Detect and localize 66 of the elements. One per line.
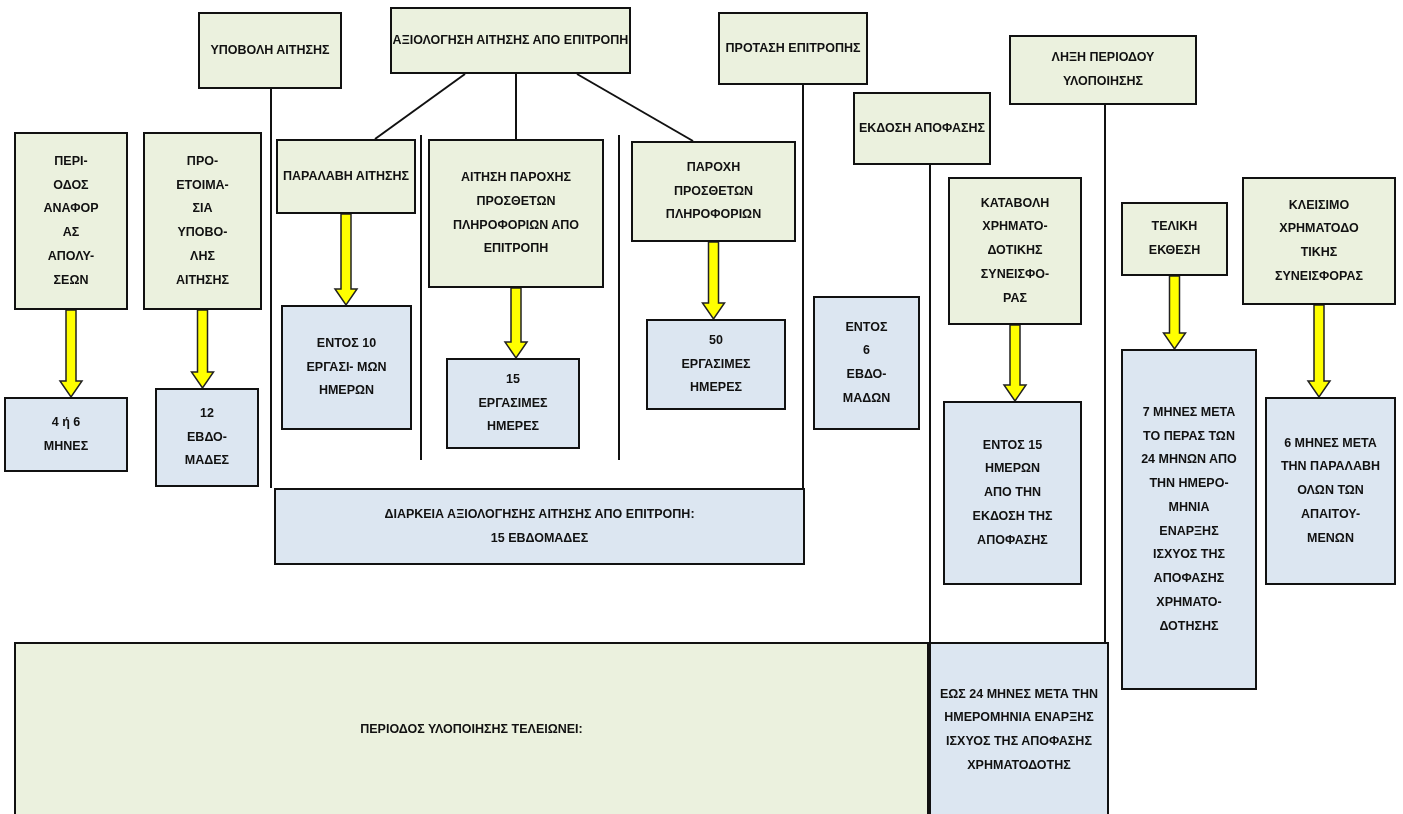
box-text: ΑΞΙΟΛΟΓΗΣΗ ΑΙΤΗΣΗΣ ΑΠΟ ΕΠΙΤΡΟΠΗ xyxy=(392,31,629,49)
box-text: ΔΙΑΡΚΕΙΑ ΑΞΙΟΛΟΓΗΣΗΣ ΑΙΤΗΣΗΣ ΑΠΟ ΕΠΙΤΡΟΠΗ: xyxy=(384,505,695,523)
connector-line xyxy=(929,164,931,643)
duration-box xyxy=(929,642,1109,814)
box-text: 6 ΜΗΝΕΣ ΜΕΤΑ ΤΗΝ ΠΑΡΑΛΑΒΗ ΟΛΩΝ ΤΩΝ ΑΠΑΙΤΟΥ- ΜΕΝΩΝ xyxy=(1280,434,1381,547)
box-text: ΕΝΤΟΣ 15 ΗΜΕΡΩΝ ΑΠΟ ΤΗΝ ΕΚΔΟΣΗ ΤΗΣ ΑΠΟΦΑΣΗΣ xyxy=(971,436,1054,549)
box-text: ΕΚΔΟΣΗ ΑΠΟΦΑΣΗΣ xyxy=(858,119,985,137)
step-box xyxy=(143,132,262,310)
box-text: ΤΕΛΙΚΗ ΕΚΘΕΣΗ xyxy=(1148,218,1201,259)
box-text: ΠΕΡΙ- ΟΔΟΣ ΑΝΑΦΟΡ ΑΣ ΑΠΟΛΥ- ΣΕΩΝ xyxy=(43,152,99,289)
box-text: 15 ΕΡΓΑΣΙΜΕΣ ΗΜΕΡΕΣ xyxy=(478,370,548,436)
box-text: ΠΡΟΤΑΣΗ ΕΠΙΤΡΟΠΗΣ xyxy=(725,39,861,57)
duration-box xyxy=(4,397,128,472)
box-text: ΕΝΤΟΣ 10 ΕΡΓΑΣΙ- ΜΩΝ ΗΜΕΡΩΝ xyxy=(306,334,387,400)
step-box xyxy=(1009,35,1197,105)
duration-box xyxy=(1265,397,1396,585)
box-text: 15 ΕΒΔΟΜΑΔΕΣ xyxy=(490,529,589,547)
box-text: ΑΙΤΗΣΗ ΠΑΡΟΧΗΣ ΠΡΟΣΘΕΤΩΝ ΠΛΗΡΟΦΟΡΙΩΝ ΑΠΟ ΕΠΙΤΡΟΠΗ xyxy=(451,169,581,258)
step-box xyxy=(948,177,1082,325)
duration-box xyxy=(155,388,259,487)
box-text: ΕΝΤΟΣ 6 ΕΒΔΟ- ΜΑΔΩΝ xyxy=(842,318,891,407)
box-text: 50 ΕΡΓΑΣΙΜΕΣ ΗΜΕΡΕΣ xyxy=(681,331,751,397)
block-arrow xyxy=(58,309,84,399)
block-arrow xyxy=(333,213,359,307)
block-arrow xyxy=(701,241,726,321)
step-box xyxy=(853,92,991,165)
box-text: ΚΛΕΙΣΙΜΟ ΧΡΗΜΑΤΟΔΟ ΤΙΚΗΣ ΣΥΝΕΙΣΦΟΡΑΣ xyxy=(1274,196,1364,285)
step-box xyxy=(631,141,796,242)
duration-box xyxy=(1121,349,1257,690)
duration-box xyxy=(943,401,1082,585)
step-box xyxy=(390,7,631,74)
box-text: ΥΠΟΒΟΛΗ ΑΙΤΗΣΗΣ xyxy=(210,41,330,59)
duration-box xyxy=(813,296,920,430)
step-box xyxy=(1242,177,1396,305)
step-box xyxy=(718,12,868,85)
box-text: ΠΕΡΙΟΔΟΣ ΥΛΟΠΟΙΗΣΗΣ ΤΕΛΕΙΩΝΕΙ: xyxy=(360,721,583,739)
duration-box xyxy=(281,305,412,430)
box-text: 7 ΜΗΝΕΣ ΜΕΤΑ ΤΟ ΠΕΡΑΣ ΤΩΝ 24 ΜΗΝΩΝ ΑΠΟ ΤΗΝ ΗΜΕΡΟ- ΜΗΝΙΑ ΕΝΑΡΞΗΣ ΙΣΧΥΟΣ ΤΗΣ ΑΠΟΦΑΣΗΣ ΧΡΗΜΑΤΟ- ΔΟΤΗΣΗΣ xyxy=(1140,403,1238,635)
step-box xyxy=(1121,202,1228,276)
box-text: ΠΑΡΑΛΑΒΗ ΑΙΤΗΣΗΣ xyxy=(282,167,410,185)
block-arrow xyxy=(1306,304,1332,399)
block-arrow xyxy=(1002,324,1028,403)
duration-box xyxy=(646,319,786,410)
step-box xyxy=(428,139,604,288)
box-text: ΠΡΟ- ΕΤΟΙΜΑ- ΣΙΑ ΥΠΟΒΟ- ΛΗΣ ΑΙΤΗΣΗΣ xyxy=(175,152,230,289)
block-arrow xyxy=(1162,275,1187,351)
connector-line xyxy=(576,73,694,142)
connector-line xyxy=(802,84,804,489)
box-text: 4 ή 6 ΜΗΝΕΣ xyxy=(42,413,90,455)
connector-line xyxy=(374,73,466,140)
connector-line xyxy=(1104,104,1106,643)
box-text: ΕΩΣ 24 ΜΗΝΕΣ ΜΕΤΑ ΤΗΝ ΗΜΕΡΟΜΗΝΙΑ ΕΝΑΡΞΗΣ ΙΣΧΥΟΣ ΤΗΣ ΑΠΟΦΑΣΗΣ ΧΡΗΜΑΤΟΔΟΤΗΣ xyxy=(938,685,1100,774)
block-arrow xyxy=(503,287,529,360)
duration-box xyxy=(446,358,580,449)
step-box xyxy=(276,139,416,214)
step-box xyxy=(198,12,342,89)
connector-line xyxy=(270,88,272,489)
box-text: 12 ΕΒΔΟ- ΜΑΔΕΣ xyxy=(184,404,230,470)
connector-line xyxy=(515,73,517,140)
step-box xyxy=(14,642,929,814)
box-text: ΠΑΡΟΧΗ ΠΡΟΣΘΕΤΩΝ ΠΛΗΡΟΦΟΡΙΩΝ xyxy=(665,158,762,224)
box-text: ΛΗΞΗ ΠΕΡΙΟΔΟΥ ΥΛΟΠΟΙΗΣΗΣ xyxy=(1050,49,1156,90)
step-box xyxy=(14,132,128,310)
duration-box xyxy=(274,488,805,565)
box-text: ΚΑΤΑΒΟΛΗ ΧΡΗΜΑΤΟ- ΔΟΤΙΚΗΣ ΣΥΝΕΙΣΦΟ- ΡΑΣ xyxy=(980,194,1050,307)
block-arrow xyxy=(190,309,215,390)
